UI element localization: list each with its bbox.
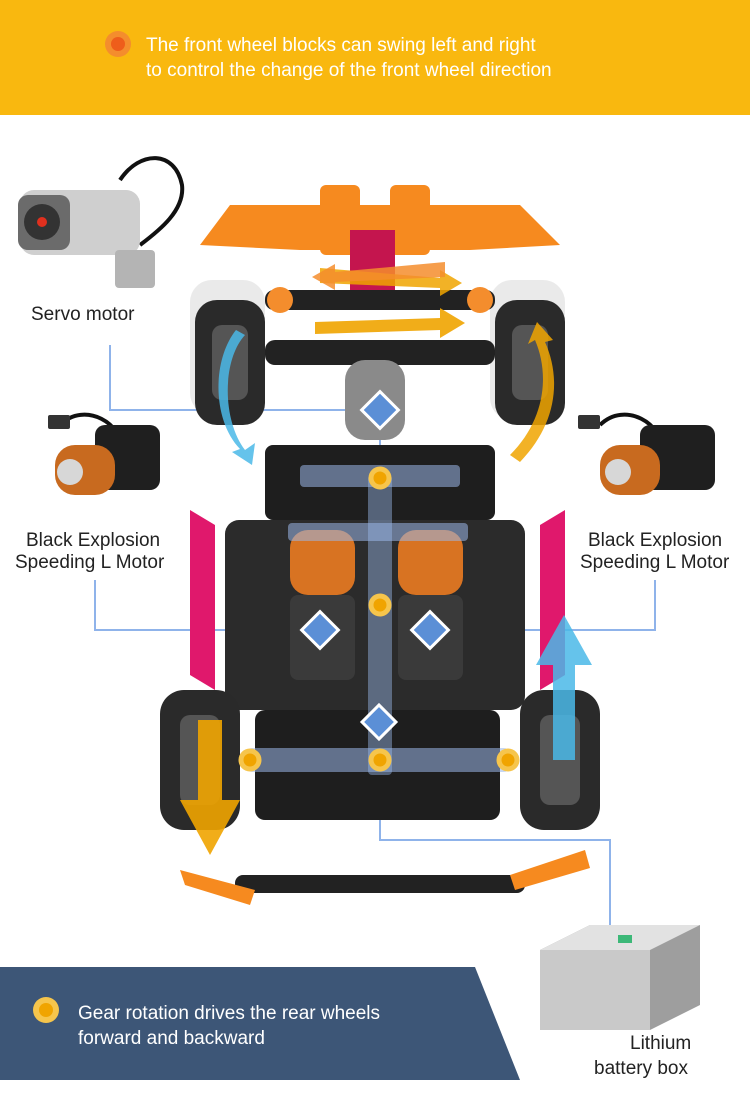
battery-box-image xyxy=(540,925,700,1030)
bottom-banner-text: Gear rotation drives the rear wheels for… xyxy=(78,1001,478,1051)
rear-bumper-right xyxy=(510,850,590,890)
swing-arrow-left-icon xyxy=(312,262,445,290)
bottom-banner-line-1: Gear rotation drives the rear wheels xyxy=(78,1003,381,1024)
gear-dots xyxy=(238,466,520,772)
rear-arrow-down-icon xyxy=(180,720,240,855)
chassis-motor-right xyxy=(398,530,463,595)
curve-arrow-left-icon xyxy=(218,330,255,465)
battery-label-line-1: Lithium xyxy=(630,1033,692,1054)
bottom-banner-line-2: forward and backward xyxy=(78,1028,265,1049)
battery-box-label: Lithium battery box xyxy=(594,1031,734,1081)
rear-bumper-left xyxy=(180,870,255,905)
top-banner-line-2: to control the change of the front wheel… xyxy=(146,60,552,81)
front-spoiler xyxy=(200,205,560,250)
curve-arrow-right-icon xyxy=(510,322,555,462)
chassis-motor-left xyxy=(290,530,355,595)
front-arrow-right-icon xyxy=(315,308,465,338)
bottom-banner xyxy=(0,967,520,1080)
top-banner xyxy=(0,0,750,115)
top-banner-line-1: The front wheel blocks can swing left an… xyxy=(146,35,536,56)
servo-motor-image xyxy=(18,156,185,288)
bullet-dot-icon xyxy=(33,997,59,1023)
right-l-motor-image xyxy=(578,412,715,495)
left-l-motor-image xyxy=(48,412,160,495)
left-motor-label-line-2: Speeding L Motor xyxy=(15,552,165,573)
bullet-dot-icon xyxy=(105,31,131,57)
front-wheel-right xyxy=(490,280,565,425)
servo-motor-label: Servo motor xyxy=(31,304,135,325)
connector-diamonds xyxy=(299,389,451,742)
right-motor-label-line-1: Black Explosion xyxy=(588,530,723,551)
right-motor-label-line-2: Speeding L Motor xyxy=(580,552,730,573)
side-panel-left xyxy=(190,510,215,690)
right-motor-label: Black Explosion Speeding L Motor xyxy=(580,530,750,574)
left-motor-label-line-1: Black Explosion xyxy=(26,530,161,551)
battery-label-line-2: battery box xyxy=(594,1058,688,1079)
top-banner-text: The front wheel blocks can swing left an… xyxy=(146,33,646,83)
rear-arrow-up-icon xyxy=(536,615,592,760)
left-motor-label: Black Explosion Speeding L Motor xyxy=(15,530,205,574)
